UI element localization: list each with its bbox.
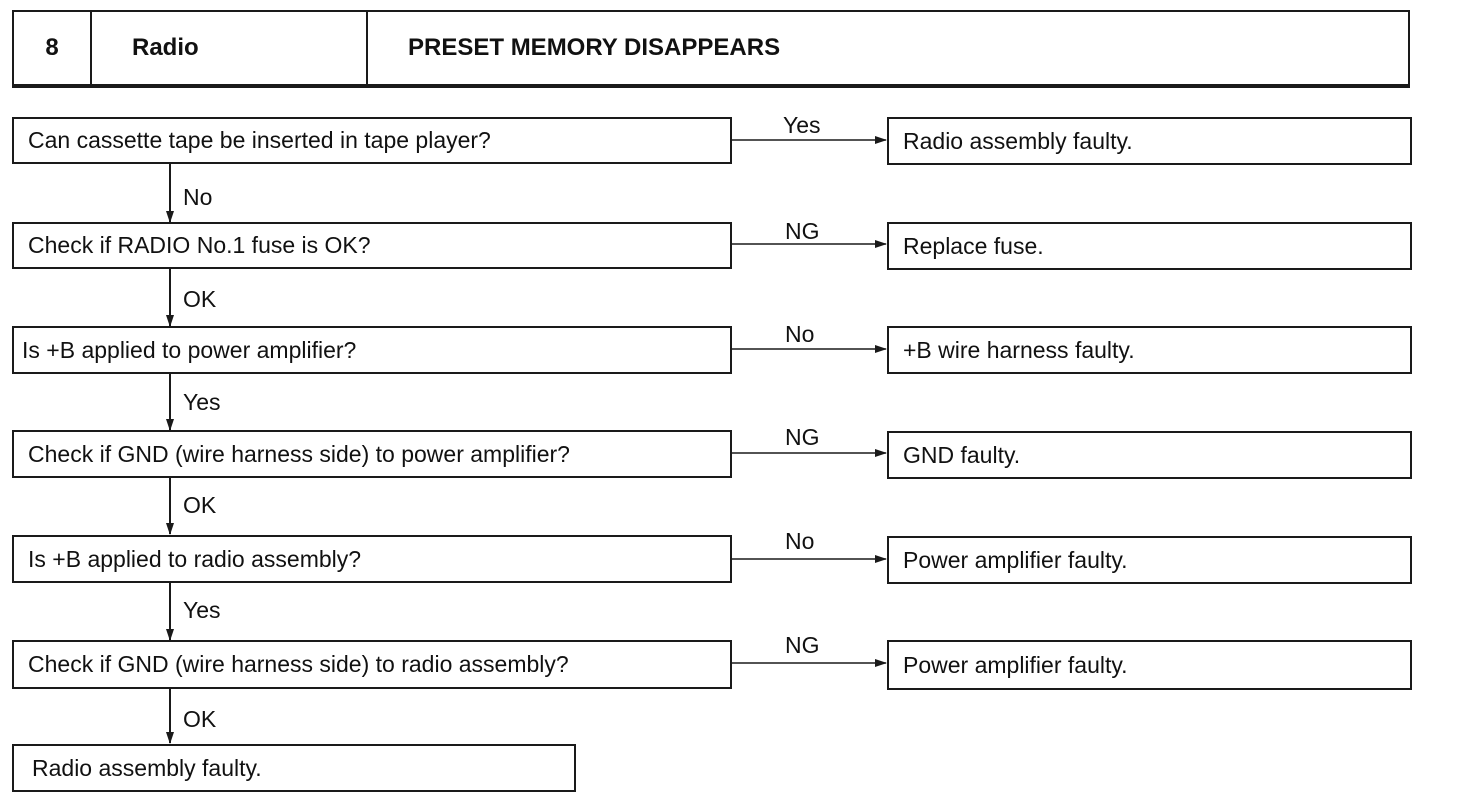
question-box-2: Check if RADIO No.1 fuse is OK?	[12, 222, 732, 269]
continue-label-5: Yes	[183, 597, 221, 623]
result-box-2: Replace fuse.	[887, 222, 1412, 270]
system-name: Radio	[92, 12, 368, 84]
branch-label-3: No	[785, 321, 815, 347]
question-text-2: Check if RADIO No.1 fuse is OK?	[28, 232, 371, 258]
branch-label-4: NG	[785, 424, 820, 450]
result-text-4: GND faulty.	[903, 441, 1021, 468]
continue-label-4: OK	[183, 492, 217, 518]
question-box-4: Check if GND (wire harness side) to powe…	[12, 430, 732, 478]
question-box-3: Is +B applied to power amplifier?	[12, 326, 732, 374]
question-text-6: Check if GND (wire harness side) to radi…	[28, 651, 569, 677]
question-text-3: Is +B applied to power amplifier?	[22, 336, 357, 363]
result-text-3: +B wire harness faulty.	[903, 336, 1135, 363]
result-box-6: Power amplifier faulty.	[887, 640, 1412, 690]
final-result-box: Radio assembly faulty.	[12, 744, 576, 792]
result-box-4: GND faulty.	[887, 431, 1412, 479]
question-text-5: Is +B applied to radio assembly?	[28, 545, 362, 572]
continue-label-1: No	[183, 184, 213, 210]
question-box-6: Check if GND (wire harness side) to radi…	[12, 640, 732, 689]
branch-label-6: NG	[785, 632, 820, 658]
result-text-5: Power amplifier faulty.	[903, 546, 1128, 573]
question-text-1: Can cassette tape be inserted in tape pl…	[28, 127, 491, 153]
continue-label-2: OK	[183, 286, 217, 312]
continue-label-6: OK	[183, 706, 217, 732]
result-box-3: +B wire harness faulty.	[887, 326, 1412, 374]
branch-label-5: No	[785, 528, 815, 554]
question-text-4: Check if GND (wire harness side) to powe…	[28, 440, 570, 467]
continue-label-3: Yes	[183, 389, 221, 415]
result-text-2: Replace fuse.	[903, 232, 1044, 259]
branch-label-1: Yes	[783, 112, 821, 138]
result-text-6: Power amplifier faulty.	[903, 651, 1128, 678]
question-box-5: Is +B applied to radio assembly?	[12, 535, 732, 583]
branch-label-2: NG	[785, 218, 820, 244]
result-text-1: Radio assembly faulty.	[903, 127, 1133, 154]
procedure-number: 8	[14, 12, 92, 84]
result-box-1: Radio assembly faulty.	[887, 117, 1412, 165]
procedure-header: 8 Radio PRESET MEMORY DISAPPEARS	[12, 10, 1410, 86]
final-result-text: Radio assembly faulty.	[32, 754, 262, 781]
result-box-5: Power amplifier faulty.	[887, 536, 1412, 584]
problem-title: PRESET MEMORY DISAPPEARS	[408, 34, 781, 61]
question-box-1: Can cassette tape be inserted in tape pl…	[12, 117, 732, 164]
